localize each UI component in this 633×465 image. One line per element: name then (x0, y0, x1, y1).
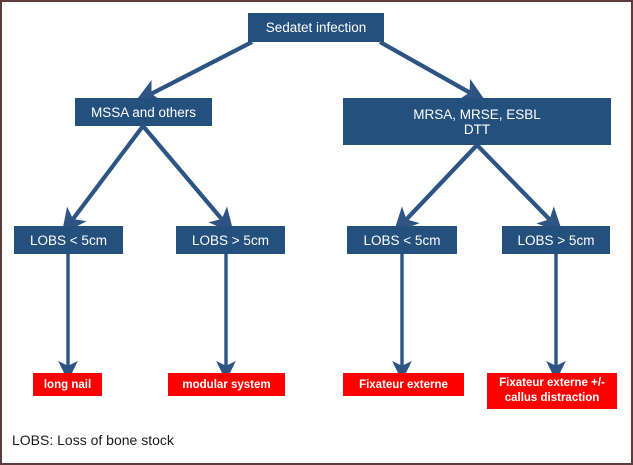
arrow-mssa-to-lobs2 (141, 124, 234, 234)
node-lobs-lt-5cm-mrsa[interactable]: LOBS < 5cm (347, 226, 457, 254)
node-label: Sedatet infection (265, 20, 367, 35)
node-long-nail[interactable]: long nail (33, 373, 102, 396)
node-fixateur-externe[interactable]: Fixateur externe (343, 373, 464, 396)
node-fixateur-externe-callus-distraction[interactable]: Fixateur externe +/- callus distraction (487, 373, 617, 409)
node-label: LOBS > 5cm (517, 232, 595, 248)
node-lobs-lt-5cm-mssa[interactable]: LOBS < 5cm (14, 226, 123, 254)
arrow-mrsa-to-lobs3 (393, 143, 479, 234)
legend: LOBS: Loss of bone stock DTT: Difficult … (12, 412, 201, 463)
node-lobs-gt-5cm-mrsa[interactable]: LOBS > 5cm (502, 226, 610, 254)
node-label: Fixateur externe (359, 378, 448, 391)
node-label-line1: MRSA, MRSE, ESBL (413, 106, 541, 122)
node-lobs-gt-5cm-mssa[interactable]: LOBS > 5cm (176, 226, 285, 254)
node-mrsa-mrse-esbl-dtt[interactable]: MRSA, MRSE, ESBL DTT (343, 98, 611, 145)
node-label: LOBS > 5cm (192, 232, 269, 248)
node-modular-system[interactable]: modular system (168, 373, 285, 396)
legend-lobs: LOBS: Loss of bone stock (12, 432, 174, 448)
node-label-line2: callus distraction (504, 392, 600, 404)
node-label: MSSA and others (90, 104, 197, 120)
node-sedatet-infection[interactable]: Sedatet infection (248, 13, 384, 42)
node-label: long nail (43, 378, 92, 391)
arrow-root-to-mrsa (378, 40, 487, 102)
node-label: LOBS < 5cm (30, 232, 107, 248)
node-label-line1: Fixateur externe +/- (499, 377, 605, 389)
node-mssa-and-others[interactable]: MSSA and others (75, 98, 212, 126)
arrow-root-to-mssa (134, 40, 253, 103)
node-label: modular system (182, 378, 271, 391)
node-label-line2: DTT (463, 121, 491, 137)
arrow-mssa-to-lobs1 (61, 124, 145, 235)
node-label: LOBS < 5cm (363, 232, 441, 248)
arrow-mrsa-to-lobs4 (475, 143, 563, 233)
